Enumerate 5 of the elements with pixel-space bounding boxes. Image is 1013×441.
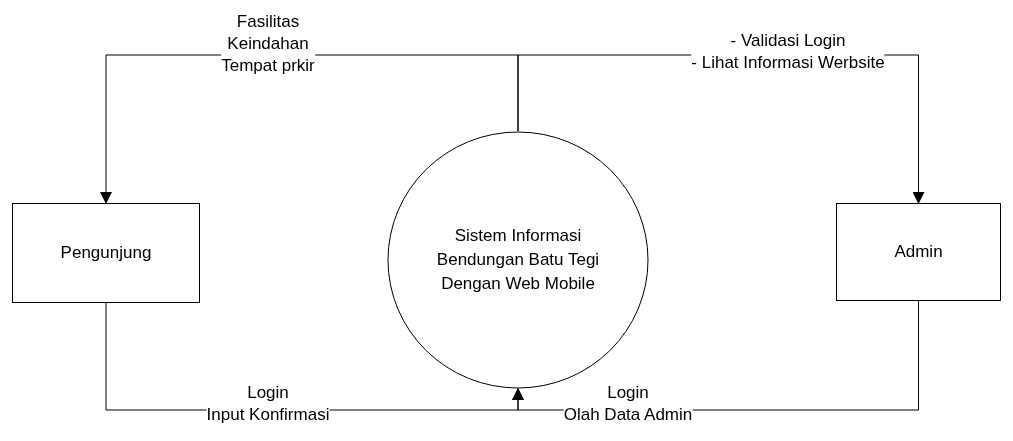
node-label: Admin xyxy=(894,241,943,263)
entity-box xyxy=(836,203,1001,301)
entity-box xyxy=(12,203,200,303)
node-label: Sistem Informasi Bendungan Batu Tegi Dengan Web Mobile xyxy=(435,225,601,295)
node-label: Pengunjung xyxy=(60,242,152,264)
